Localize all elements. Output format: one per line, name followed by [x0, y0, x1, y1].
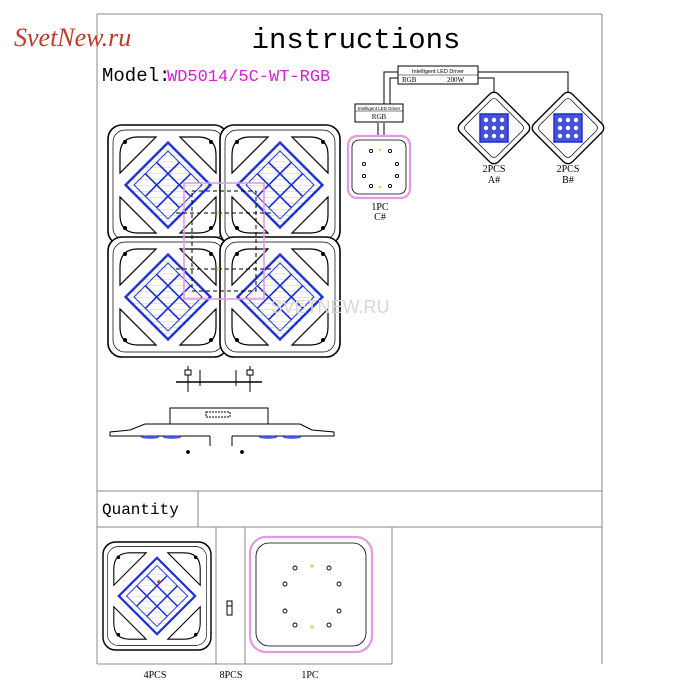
qty-label-screws: 8PCS: [220, 670, 243, 681]
module-top-left: [106, 123, 230, 247]
svetnew-logo: SvetNew.ru: [14, 23, 131, 52]
fixture-top-view: [106, 123, 342, 359]
driver-small-brand: Intelligent LED Driver: [358, 106, 401, 111]
qty-module-drawing: [101, 540, 213, 652]
module-bottom-left: [106, 235, 230, 359]
qty-center-panel-drawing: [248, 535, 374, 654]
part-b-tag: B#: [562, 175, 574, 186]
led-driver-small: Intelligent LED Driver RGB: [354, 103, 404, 123]
sheet-frame: [96, 13, 603, 665]
side-view-led-strip: [141, 435, 301, 439]
model-label: Model:: [102, 65, 170, 87]
part-c-tag: C#: [374, 212, 386, 223]
logo-text: SvetNew.ru: [14, 23, 131, 52]
driver-wiring: [377, 71, 569, 136]
driver-main-brand: Intelligent LED Driver: [412, 69, 464, 75]
part-c-qty: 1PC: [371, 202, 389, 213]
qty-screw-drawing: [226, 600, 233, 616]
part-b-qty: 2PCS: [557, 164, 580, 175]
led-driver-main: Intelligent LED Driver RGB 200W: [397, 65, 479, 85]
quantity-header: Quantity: [102, 501, 179, 519]
driver-main-power: 200W: [447, 76, 465, 84]
qty-label-panel: 1PC: [301, 670, 319, 681]
watermark-center: SVETNEW.RU: [270, 297, 389, 317]
part-b-diamond: [529, 89, 607, 167]
fixture-side-view: [109, 366, 335, 454]
page-title: instructions: [252, 24, 461, 57]
driver-main-type: RGB: [402, 76, 417, 84]
part-a-qty: 2PCS: [483, 164, 506, 175]
qty-label-modules: 4PCS: [144, 670, 167, 681]
part-a-diamond: [455, 89, 533, 167]
model-value: WD5014/5C-WT-RGB: [167, 68, 330, 87]
module-top-right: [218, 123, 342, 247]
part-c-center-panel: [346, 134, 412, 200]
part-a-tag: A#: [488, 175, 500, 186]
driver-small-type: RGB: [372, 113, 387, 121]
